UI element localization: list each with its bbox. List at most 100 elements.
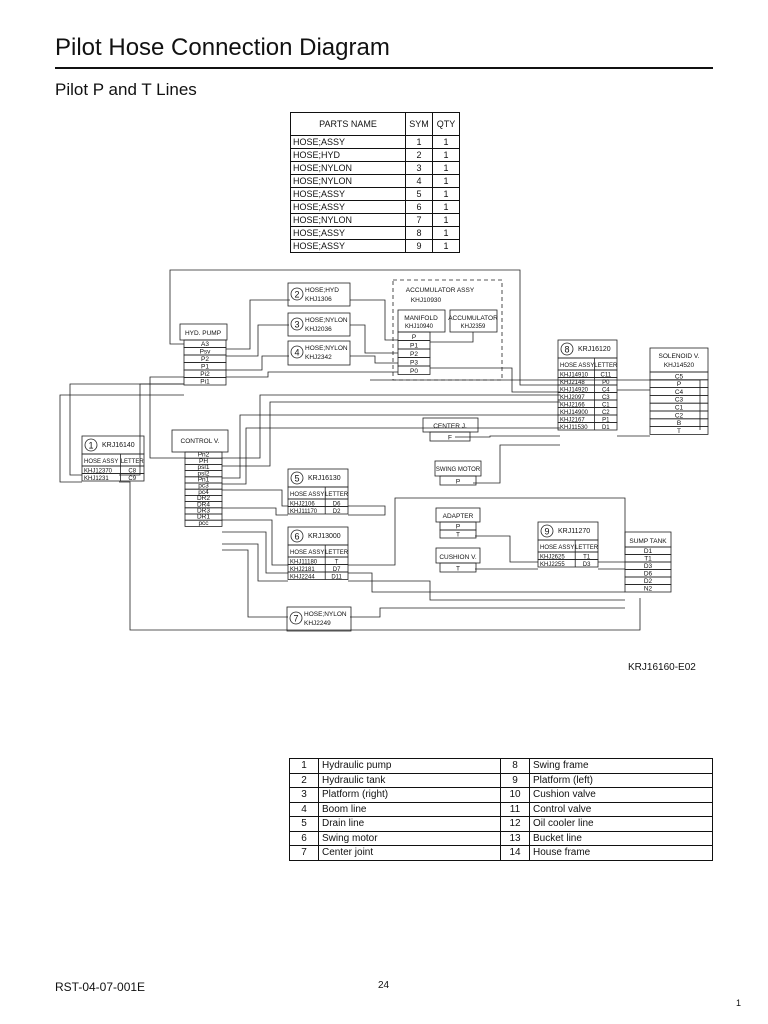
hose-line xyxy=(226,324,289,357)
parts-header-qty: QTY xyxy=(432,112,460,136)
legend-number: 5 xyxy=(289,816,319,832)
hose-assembly-1-row xyxy=(81,473,145,482)
hose7-number: 7 xyxy=(293,614,298,624)
manifold-port-p2: P2 xyxy=(410,351,418,358)
hyd-pump-name: HYD. PUMP xyxy=(185,330,221,337)
accumulator-assy-part: KHJ10930 xyxy=(411,297,442,304)
hose-assembly-8-hose-part: KHJ11530 xyxy=(560,425,588,431)
hose-assembly-9-circle xyxy=(540,524,554,538)
legend-number: 1 xyxy=(289,758,319,774)
hose-assembly-8-row xyxy=(557,422,618,431)
solenoid-valve-part: KHJ14520 xyxy=(664,362,695,369)
page-subtitle: Pilot P and T Lines xyxy=(55,80,197,99)
hose2-number: 2 xyxy=(294,290,299,300)
control-valve-port-dr4: DR4 xyxy=(197,501,210,508)
hose-assembly-8-hose-part: KHJ14910 xyxy=(560,372,589,378)
legend-label: Control valve xyxy=(529,801,713,817)
hose-line xyxy=(222,507,288,516)
hose-line xyxy=(222,414,560,479)
hose-assembly-8-hose-part: KHJ2148 xyxy=(560,380,585,386)
adapter-port-p: P xyxy=(456,524,460,531)
hose4-part: KHJ2342 xyxy=(305,354,332,361)
title-rule xyxy=(55,67,713,69)
hose-assembly-5-hose-part: KHJ11170 xyxy=(290,509,318,515)
hose2-circle xyxy=(290,287,304,301)
legend-label: Bucket line xyxy=(529,830,713,846)
hose-assembly-8-header-letter: LETTER xyxy=(594,363,618,369)
legend-number: 11 xyxy=(500,801,530,817)
accumulator-assy-frame xyxy=(392,279,503,381)
control-valve-port-pc4: pc4 xyxy=(198,489,209,496)
hose3-box xyxy=(287,312,351,337)
legend-label: Hydraulic pump xyxy=(318,758,501,774)
control-valve-port-dr1: DR1 xyxy=(197,514,210,521)
parts-name: HOSE;ASSY xyxy=(290,239,406,253)
hose-line xyxy=(350,607,625,618)
center-joint-port-cell xyxy=(429,431,471,442)
hose-assembly-1-header-letter: LETTER xyxy=(121,459,145,465)
hose-assembly-9-letter: D3 xyxy=(583,562,591,568)
adapter-port-t: T xyxy=(456,532,460,539)
manifold-port-p3: P3 xyxy=(410,360,418,367)
hose7-part: KHJ2249 xyxy=(304,620,331,627)
hose-line xyxy=(350,299,398,341)
hose-assembly-1-number: 1 xyxy=(88,441,93,451)
hose-assembly-6-circle xyxy=(290,529,304,543)
control-valve-port-pcc: pcc xyxy=(198,520,209,527)
legend-label: House frame xyxy=(529,845,713,861)
parts-table-header: PARTS NAME SYM QTY xyxy=(290,112,460,136)
hose-assembly-8-letter: C3 xyxy=(602,395,610,401)
adapter-port-cell xyxy=(439,529,477,539)
hose-assembly-5-letter: D6 xyxy=(333,501,341,507)
page-number: 24 xyxy=(378,980,390,991)
sump-tank-port-t1: T1 xyxy=(644,556,652,563)
hose-assembly-8-letter: D1 xyxy=(602,425,610,431)
legend-label: Center joint xyxy=(318,845,501,861)
hyd-pump-port-p2: P2 xyxy=(201,356,209,363)
hose-line xyxy=(169,269,560,386)
legend-number: 7 xyxy=(289,845,319,861)
solenoid-valve-name: SOLENOID V. xyxy=(659,353,700,360)
hose-line xyxy=(430,332,474,343)
hose-assembly-8-letter: C2 xyxy=(602,410,610,416)
legend-label: Drain line xyxy=(318,816,501,832)
hyd-pump-port-a3: A3 xyxy=(201,341,209,348)
hose-line xyxy=(222,549,288,618)
accumulator-part: KHJ2359 xyxy=(461,324,486,330)
hose-assembly-6-hose-part: KHJ2244 xyxy=(290,574,315,580)
hose-assembly-5-letter: D2 xyxy=(333,509,341,515)
hose-assembly-8-letter: C4 xyxy=(602,387,610,393)
hose4-box xyxy=(287,340,351,366)
hose-line xyxy=(350,324,398,354)
hose2-name: HOSE;HYD xyxy=(305,287,339,294)
hose-line xyxy=(348,497,626,566)
hose-assembly-8-letter: C11 xyxy=(601,372,612,378)
hose3-name: HOSE;NYLON xyxy=(305,317,348,324)
hose-assembly-5-number: 5 xyxy=(294,474,299,484)
hose-assembly-1-letter: C8 xyxy=(128,468,136,474)
hose-line xyxy=(69,383,184,476)
legend-number: 2 xyxy=(289,772,319,788)
hose-line xyxy=(222,519,288,566)
swing-motor-port-cell xyxy=(439,475,477,486)
hose-line xyxy=(222,427,560,485)
hose-assembly-8-letter: P0 xyxy=(602,380,610,386)
legend-label: Boom line xyxy=(318,801,501,817)
hose-line xyxy=(149,376,185,459)
adapter-name: ADAPTER xyxy=(443,513,474,520)
manifold-port-p1: P1 xyxy=(410,343,418,350)
hose-assembly-5-hose-part: KHJ2106 xyxy=(290,501,315,507)
legend-number: 12 xyxy=(500,816,530,832)
swing-motor-port-p: P xyxy=(456,479,460,486)
hose-assembly-5-header-letter: LETTER xyxy=(325,492,349,498)
hose-assembly-5-row xyxy=(287,506,349,515)
hose-assembly-8-header-hose: HOSE ASSY xyxy=(560,363,594,369)
hose-assembly-5-code: KRJ16130 xyxy=(308,475,341,482)
control-valve-name: CONTROL V. xyxy=(181,438,220,445)
hose-assembly-9-header-letter: LETTER xyxy=(575,545,599,551)
